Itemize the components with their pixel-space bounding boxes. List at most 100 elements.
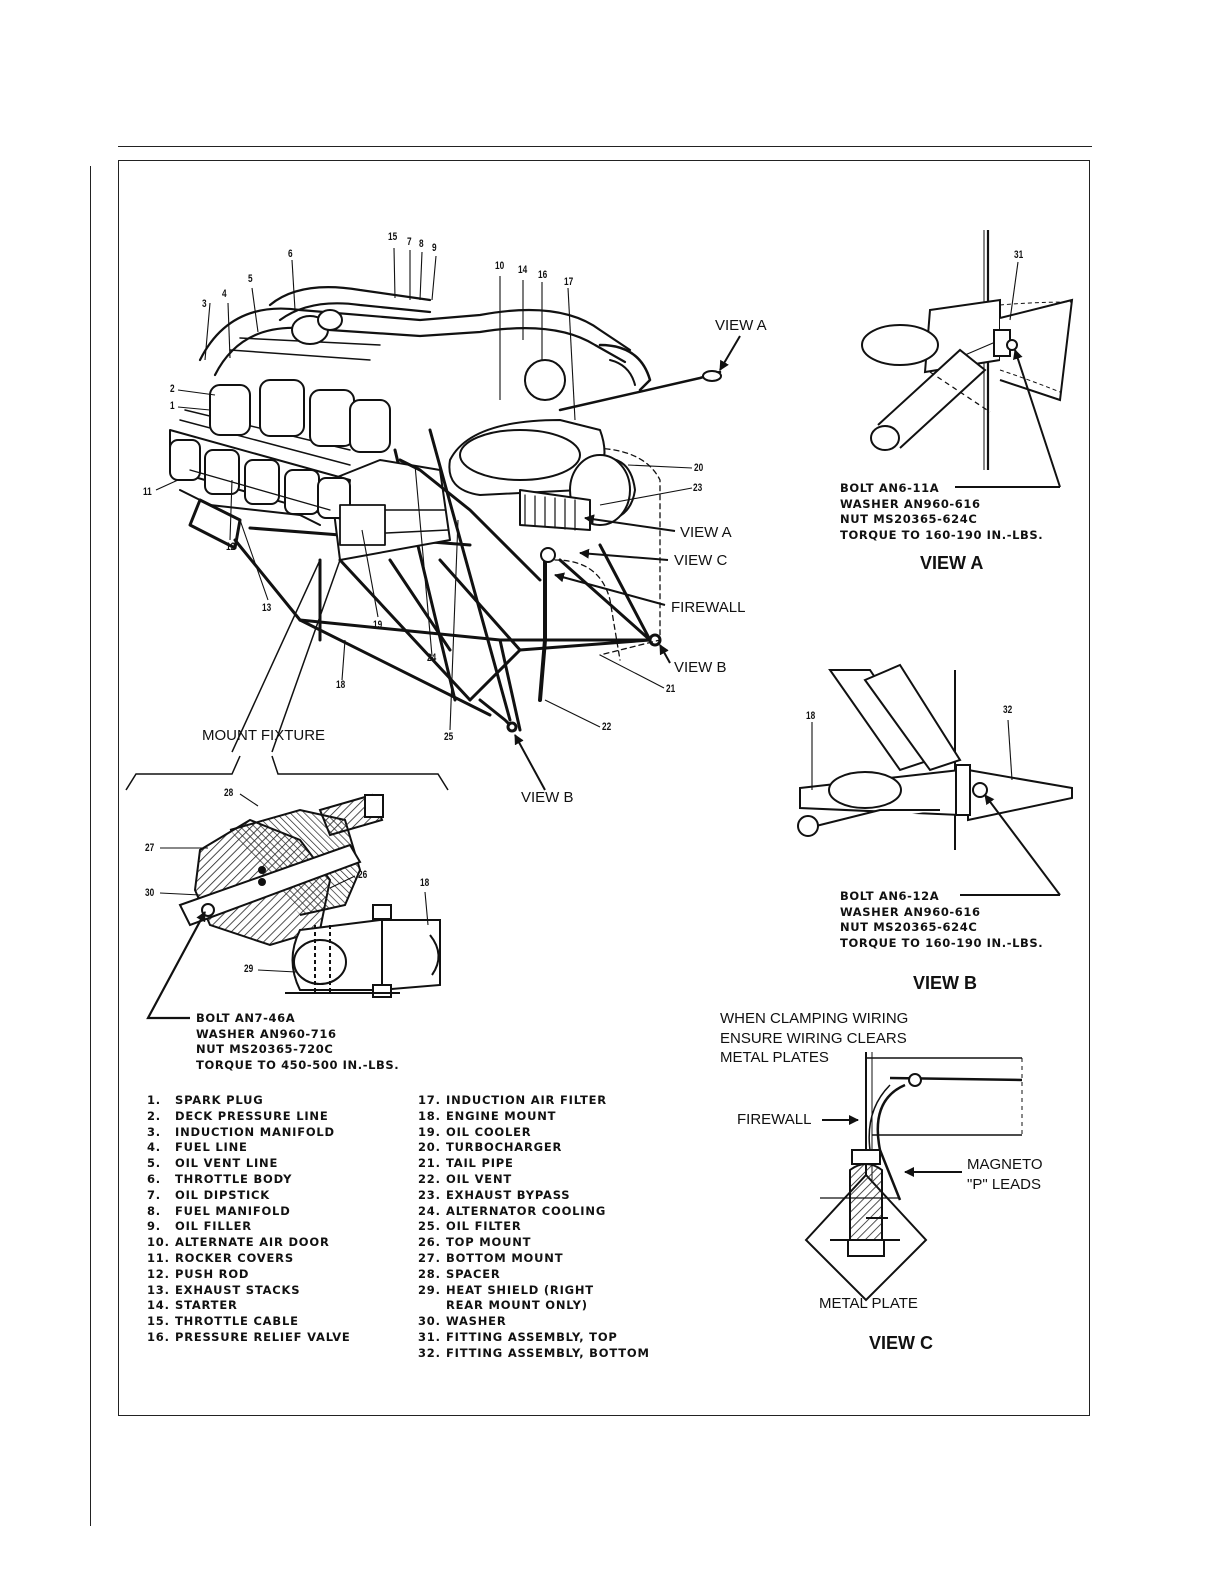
view-c-title: VIEW C — [869, 1333, 934, 1353]
legend-item-number: 3. — [147, 1124, 161, 1139]
callout-7: 7 — [407, 236, 412, 248]
legend-item-label: SPARK PLUG — [175, 1093, 264, 1107]
legend-item-label: PRESSURE RELIEF VALVE — [175, 1329, 351, 1344]
callout-20: 20 — [694, 462, 704, 474]
left-margin-rule — [90, 166, 91, 1526]
view-c-metal-plate-label: METAL PLATE — [819, 1295, 918, 1312]
legend-item-number: 8. — [147, 1203, 161, 1218]
legend-item: 11. ROCKER COVERS — [147, 1251, 351, 1267]
legend-item: 1.SPARK PLUG — [147, 1093, 351, 1109]
callout-29: 29 — [244, 963, 254, 975]
view-b-drawing — [797, 663, 1073, 850]
legend-item-label: OIL VENT — [446, 1171, 513, 1186]
legend-item: 10.ALTERNATE AIR DOOR — [147, 1235, 351, 1251]
legend-item-label: ROCKER COVERS — [175, 1250, 294, 1265]
legend-item-number: 17. — [418, 1093, 441, 1107]
legend-item-label: EXHAUST BYPASS — [446, 1187, 571, 1202]
mount-bolt-spec: BOLT AN7-46A WASHER AN960-716 NUT MS2036… — [196, 1011, 399, 1073]
legend-item: 28.SPACER — [418, 1267, 650, 1283]
legend-item-number: 18. — [418, 1108, 441, 1123]
callout-4: 4 — [222, 288, 227, 300]
legend-item-number: 2. — [147, 1108, 161, 1123]
view-a-label-top: VIEW A — [715, 317, 767, 334]
legend-item-label: INDUCTION MANIFOLD — [175, 1124, 335, 1139]
view-a-title: VIEW A — [920, 553, 984, 573]
view-a-washer: WASHER AN960-616 — [840, 496, 981, 511]
callout-27: 27 — [145, 842, 155, 854]
legend-item-number: 22. — [418, 1171, 441, 1186]
callout-17: 17 — [564, 276, 574, 288]
legend-item-number: 25. — [418, 1219, 441, 1234]
legend-item-label: WASHER — [446, 1314, 507, 1329]
legend-item: 14.STARTER — [147, 1298, 351, 1314]
callout-23: 23 — [693, 482, 703, 494]
legend-item: 3. INDUCTION MANIFOLD — [147, 1125, 351, 1141]
view-c-drawing — [804, 1052, 1023, 1302]
view-c-magneto-label: MAGNETO "P" LEADS — [967, 1155, 1043, 1194]
legend-item-number: 13. — [147, 1282, 170, 1297]
callout-30: 30 — [145, 887, 155, 899]
legend-item-number: 12. — [147, 1266, 170, 1281]
legend-item-number: 28. — [418, 1266, 441, 1281]
callout-9: 9 — [432, 242, 437, 254]
top-rule — [118, 146, 1092, 147]
view-b-bolt: BOLT AN6-12A — [840, 889, 940, 903]
callout-25: 25 — [444, 731, 454, 743]
legend-item-number: 7. — [147, 1187, 161, 1202]
legend-item-number: 11. — [147, 1250, 170, 1265]
legend-item-number: 5. — [147, 1156, 161, 1171]
legend-item-label: TAIL PIPE — [446, 1156, 514, 1171]
legend-item: 30.WASHER — [418, 1314, 650, 1330]
view-c-label-main: VIEW C — [674, 552, 728, 569]
legend-item-number: 24. — [418, 1203, 441, 1218]
callout-24: 24 — [427, 652, 437, 664]
legend-item-label: ALTERNATOR COOLING — [446, 1203, 607, 1218]
legend-item: 21.TAIL PIPE — [418, 1156, 650, 1172]
legend-item-number: 29. — [418, 1282, 441, 1297]
view-c-clamping-note: WHEN CLAMPING WIRING ENSURE WIRING CLEAR… — [720, 1009, 908, 1068]
view-a-torque: TORQUE TO 160-190 IN.-LBS. — [840, 527, 1044, 542]
legend-item-number: 14. — [147, 1298, 170, 1313]
legend-item-label: ALTERNATE AIR DOOR — [175, 1235, 330, 1250]
callout-8: 8 — [419, 238, 424, 250]
view-b-nut: NUT MS20365-624C — [840, 920, 978, 934]
callout-21: 21 — [666, 683, 676, 695]
figure-frame — [118, 160, 1090, 1416]
legend-item-number: 31. — [418, 1329, 441, 1344]
legend-item: 12.PUSH ROD — [147, 1267, 351, 1283]
engine-illustration — [169, 286, 722, 733]
view-a-label-mid: VIEW A — [680, 524, 732, 541]
legend-item: 2. DECK PRESSURE LINE — [147, 1109, 351, 1125]
legend-item-label: THROTTLE BODY — [175, 1171, 293, 1186]
legend-item: 27.BOTTOM MOUNT — [418, 1251, 650, 1267]
callout-28: 28 — [224, 787, 234, 799]
legend-item-number: 19. — [418, 1124, 441, 1139]
upper-cylinders — [209, 379, 391, 453]
callout-31: 31 — [1014, 249, 1024, 261]
callout-22: 22 — [602, 721, 612, 733]
view-c-magneto-line-1: MAGNETO — [967, 1156, 1043, 1173]
callout-2: 2 — [170, 383, 175, 395]
legend-item-number: 27. — [418, 1250, 441, 1265]
mount-bolt-arrow — [146, 911, 206, 1020]
legend-item-label: FITTING ASSEMBLY, TOP — [446, 1329, 618, 1344]
callout-18-mount: 18 — [420, 877, 430, 889]
callout-leaders — [155, 247, 693, 731]
legend-item: 5.OIL VENT LINE — [147, 1156, 351, 1172]
legend-item-label: DECK PRESSURE LINE — [175, 1108, 329, 1123]
legend-item: 20.TURBOCHARGER — [418, 1140, 650, 1156]
callout-18-main: 18 — [336, 679, 346, 691]
callout-6: 6 — [288, 248, 293, 260]
legend-item: 13.EXHAUST STACKS — [147, 1283, 351, 1299]
callout-16: 16 — [538, 269, 548, 281]
callout-26: 26 — [358, 869, 368, 881]
legend-item: 22. OIL VENT — [418, 1172, 650, 1188]
mount-detail-leaders — [159, 793, 429, 973]
view-a-bolt: BOLT AN6-11A — [840, 481, 940, 495]
mount-bolt: BOLT AN7-46A — [196, 1011, 296, 1025]
turbocharger-group — [448, 359, 636, 531]
legend-item-number: 9. — [147, 1219, 161, 1234]
legend-item: 6.THROTTLE BODY — [147, 1172, 351, 1188]
